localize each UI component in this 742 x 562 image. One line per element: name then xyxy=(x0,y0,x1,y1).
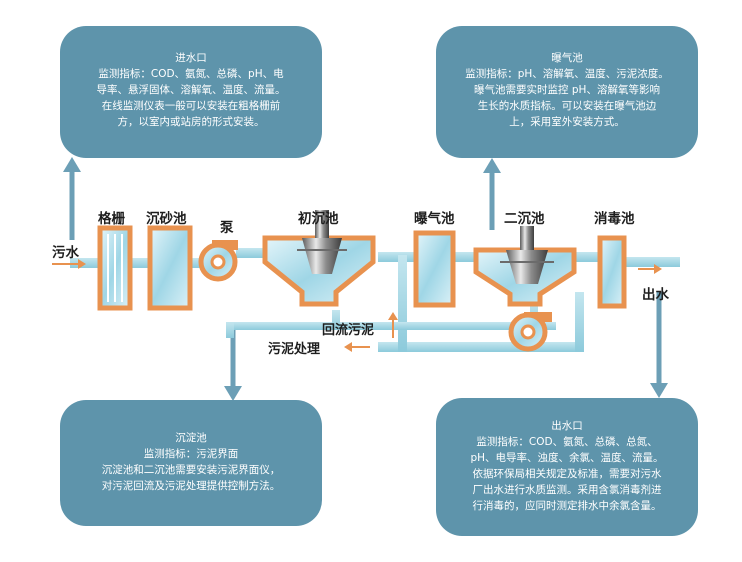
return-sludge-label: 回流污泥 xyxy=(322,323,375,338)
primary-clarifier-label: 初沉池 xyxy=(298,211,339,227)
primary-clarifier-tank xyxy=(262,210,376,307)
effluent-label: 出水 xyxy=(642,287,669,303)
sedimentation-box-line: 对污泥回流及污泥处理提供控制方法。 xyxy=(101,480,281,492)
aeration-tank xyxy=(413,230,456,308)
pump-label: 泵 xyxy=(220,220,234,236)
outlet-box-line: 监测指标：COD、氨氮、总磷、总氮、 xyxy=(476,436,658,448)
inlet-box-title: 进水口 xyxy=(175,52,207,64)
aeration-box-line: 曝气池需要实时监控 pH、溶解氧等影响 xyxy=(474,84,660,96)
inlet-info-box: 进水口 监测指标：COD、氨氮、总磷、pH、电 导率、悬浮固体、溶解氧、温度、流… xyxy=(60,26,322,158)
outlet-box-title: 出水口 xyxy=(551,420,583,432)
grit-chamber-tank xyxy=(147,225,193,311)
return-sludge-arrow xyxy=(388,312,398,338)
aeration-callout-arrow xyxy=(483,158,501,230)
aeration-box-line: 上，采用室外安装方式。 xyxy=(509,116,625,128)
sedimentation-box-line: 沉淀池和二沉池需要安装污泥界面仪， xyxy=(101,464,281,476)
aeration-info-box: 曝气池 监测指标：pH、溶解氧、温度、污泥浓度。 曝气池需要实时监控 pH、溶解… xyxy=(436,26,698,158)
inlet-box-line: 方，以室内或站房的形式安装。 xyxy=(117,116,265,128)
inlet-box-line: 监测指标：COD、氨氮、总磷、pH、电 xyxy=(98,68,284,80)
inlet-box-line: 在线监测仪表一般可以安装在粗格栅前 xyxy=(101,100,281,112)
aeration-box-line: 生长的水质指标。可以安装在曝气池边 xyxy=(477,100,657,112)
sedimentation-info-box: 沉淀池 监测指标：污泥界面 沉淀池和二沉池需要安装污泥界面仪， 对污泥回流及污泥… xyxy=(60,400,322,526)
outlet-box-line: 依据环保局相关规定及标准，需要对污水 xyxy=(472,468,662,480)
outlet-callout-arrow xyxy=(650,292,668,398)
aeration-tank-label: 曝气池 xyxy=(414,211,455,227)
sedimentation-box-line: 监测指标：污泥界面 xyxy=(143,448,239,460)
grit-chamber-label: 沉砂池 xyxy=(146,211,187,227)
sedimentation-box-title: 沉淀池 xyxy=(175,432,207,444)
inlet-callout-arrow xyxy=(63,157,81,240)
outlet-box-line: 行消毒的，应同时测定排水中余氯含量。 xyxy=(472,500,662,512)
sewage-label: 污水 xyxy=(52,245,79,261)
outlet-box-line: pH、电导率、浊度、余氯、温度、流量。 xyxy=(470,452,664,464)
effluent-arrow xyxy=(638,264,662,274)
outlet-box-line: 厂出水进行水质监测。采用含氯消毒剂进 xyxy=(472,484,662,496)
secondary-clarifier-label: 二沉池 xyxy=(504,211,545,227)
secondary-clarifier-tank xyxy=(473,226,577,307)
aeration-box-title: 曝气池 xyxy=(551,52,583,64)
outlet-info-box: 出水口 监测指标：COD、氨氮、总磷、总氮、 pH、电导率、浊度、余氯、温度、流… xyxy=(436,398,698,536)
return-sludge-pump-icon xyxy=(508,312,552,352)
screen-label: 格栅 xyxy=(98,211,125,227)
sludge-treatment-label: 污泥处理 xyxy=(268,342,321,357)
sedimentation-callout-arrow xyxy=(224,330,242,401)
pump-icon xyxy=(198,240,238,282)
sewage-inflow-arrow xyxy=(52,259,86,269)
disinfection-tank xyxy=(597,235,627,309)
disinfection-tank-label: 消毒池 xyxy=(594,211,635,227)
screen-tank xyxy=(97,225,133,311)
inlet-box-line: 导率、悬浮固体、溶解氧、温度、流量。 xyxy=(96,84,286,96)
sludge-treatment-arrow xyxy=(344,342,370,352)
aeration-box-line: 监测指标：pH、溶解氧、温度、污泥浓度。 xyxy=(465,68,669,80)
